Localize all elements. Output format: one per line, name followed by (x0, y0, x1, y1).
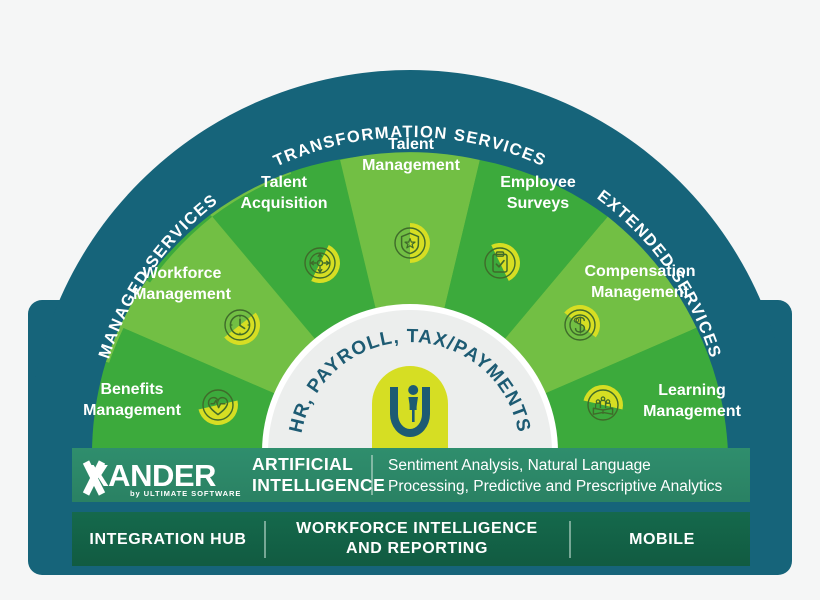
svg-text:Acquisition: Acquisition (240, 195, 327, 212)
svg-text:WORKFORCE INTELLIGENCE: WORKFORCE INTELLIGENCE (296, 520, 538, 537)
icon-pin-learning-management[interactable] (579, 381, 635, 429)
svg-text:Management: Management (83, 402, 181, 419)
icon-pin-employee-surveys[interactable] (473, 236, 531, 298)
svg-text:MOBILE: MOBILE (629, 531, 695, 548)
wedge-label-talent-acquisition: Talent Acquisition (240, 174, 327, 212)
svg-text:Talent: Talent (261, 174, 308, 191)
svg-text:Management: Management (362, 157, 460, 174)
svg-text:INTEGRATION HUB: INTEGRATION HUB (89, 531, 246, 548)
wedge-label-employee-surveys: Employee Surveys (500, 174, 576, 212)
svg-text:Management: Management (643, 403, 741, 420)
wedge-label-workforce-management: Workforce Management (133, 265, 231, 303)
wedge-label-benefits-management: Benefits Management (83, 381, 181, 419)
clock-icon (229, 314, 251, 336)
svg-text:Surveys: Surveys (507, 195, 569, 212)
icon-pin-workforce-management[interactable] (204, 295, 269, 359)
svg-text:XANDER: XANDER (88, 458, 216, 493)
icon-pin-compensation-management[interactable] (550, 295, 615, 359)
svg-text:ARTIFICIAL: ARTIFICIAL (252, 454, 353, 474)
icon-pins (186, 223, 635, 431)
ai-title: ARTIFICIAL INTELLIGENCE (252, 454, 385, 495)
bottom-item-integration-hub[interactable]: INTEGRATION HUB (89, 531, 246, 548)
wedge-4[interactable] (340, 152, 480, 452)
svg-text:Workforce: Workforce (143, 265, 222, 282)
icon-pin-talent-management[interactable] (394, 223, 430, 272)
wedge-label-talent-management: Talent Management (362, 136, 460, 174)
svg-text:by ULTIMATE SOFTWARE: by ULTIMATE SOFTWARE (130, 489, 241, 498)
xander-logo: XANDER by ULTIMATE SOFTWARE (82, 458, 241, 498)
icon-pin-talent-acquisition[interactable] (289, 236, 347, 298)
svg-text:Compensation: Compensation (584, 263, 695, 280)
ultimate-software-u-logo (372, 366, 448, 452)
wedge-labels: Benefits Management Workforce Management… (83, 136, 741, 420)
svg-text:Processing, Predictive and Pre: Processing, Predictive and Prescriptive … (388, 478, 723, 495)
ai-description: Sentiment Analysis, Natural Language Pro… (388, 457, 723, 495)
wedge-label-learning-management: Learning Management (643, 382, 741, 420)
svg-text:Learning: Learning (658, 382, 726, 399)
icon-pin-benefits-management[interactable] (186, 383, 242, 431)
dollar-coin-icon (569, 314, 591, 336)
svg-text:AND REPORTING: AND REPORTING (346, 540, 488, 557)
bottom-band: INTEGRATION HUB WORKFORCE INTELLIGENCE A… (72, 512, 750, 566)
shield-star-icon (400, 232, 420, 255)
svg-text:Employee: Employee (500, 174, 576, 191)
bottom-item-mobile[interactable]: MOBILE (629, 531, 695, 548)
svg-text:Benefits: Benefits (100, 381, 163, 398)
heart-pulse-icon (207, 396, 229, 416)
target-arrows-icon (309, 252, 331, 274)
svg-text:Management: Management (133, 286, 231, 303)
svg-text:Sentiment Analysis, Natural La: Sentiment Analysis, Natural Language (388, 457, 651, 474)
svg-text:INTELLIGENCE: INTELLIGENCE (252, 475, 385, 495)
wedge-label-compensation-management: Compensation Management (584, 263, 695, 301)
core-hub: HR, PAYROLL, TAX/PAYMENTS (262, 304, 558, 452)
clipboard-check-icon (492, 253, 508, 273)
bottom-item-workforce-intelligence[interactable]: WORKFORCE INTELLIGENCE AND REPORTING (296, 520, 538, 557)
svg-text:Management: Management (591, 284, 689, 301)
svg-text:Talent: Talent (388, 136, 435, 153)
xander-ai-band: XANDER by ULTIMATE SOFTWARE ARTIFICIAL I… (72, 448, 750, 502)
